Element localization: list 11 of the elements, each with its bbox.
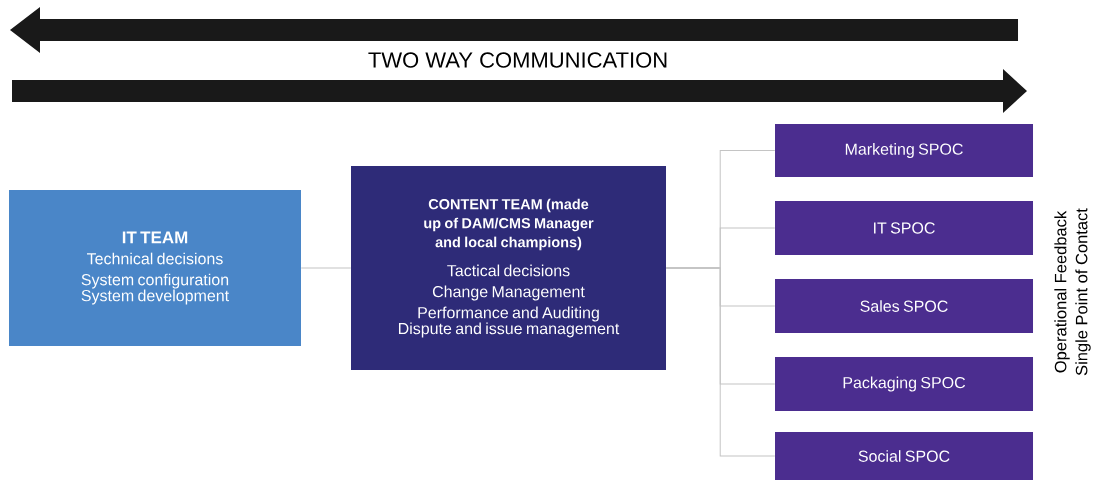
side-label: Single Point of Contact [1075,208,1091,376]
spoc-box: Marketing SPOC [775,124,1033,177]
team-box: IT TEAM Technical decisions System configuration System development [9,190,301,346]
spoc-box: Social SPOC [775,432,1033,480]
spoc-box: Sales SPOC [775,279,1033,333]
spoc-box: IT SPOC [775,201,1033,255]
side-label: Operational Feedback [1054,210,1070,373]
spoc-box: Packaging SPOC [775,357,1033,411]
connector-line [665,267,776,457]
heading: TWO WAY COMMUNICATION [368,52,667,68]
team-box: CONTENT TEAM (made up of DAM/CMS Manager and local champions) Tactical decisions Change Management Performance and Auditing Dispute and issue management [351,166,666,370]
